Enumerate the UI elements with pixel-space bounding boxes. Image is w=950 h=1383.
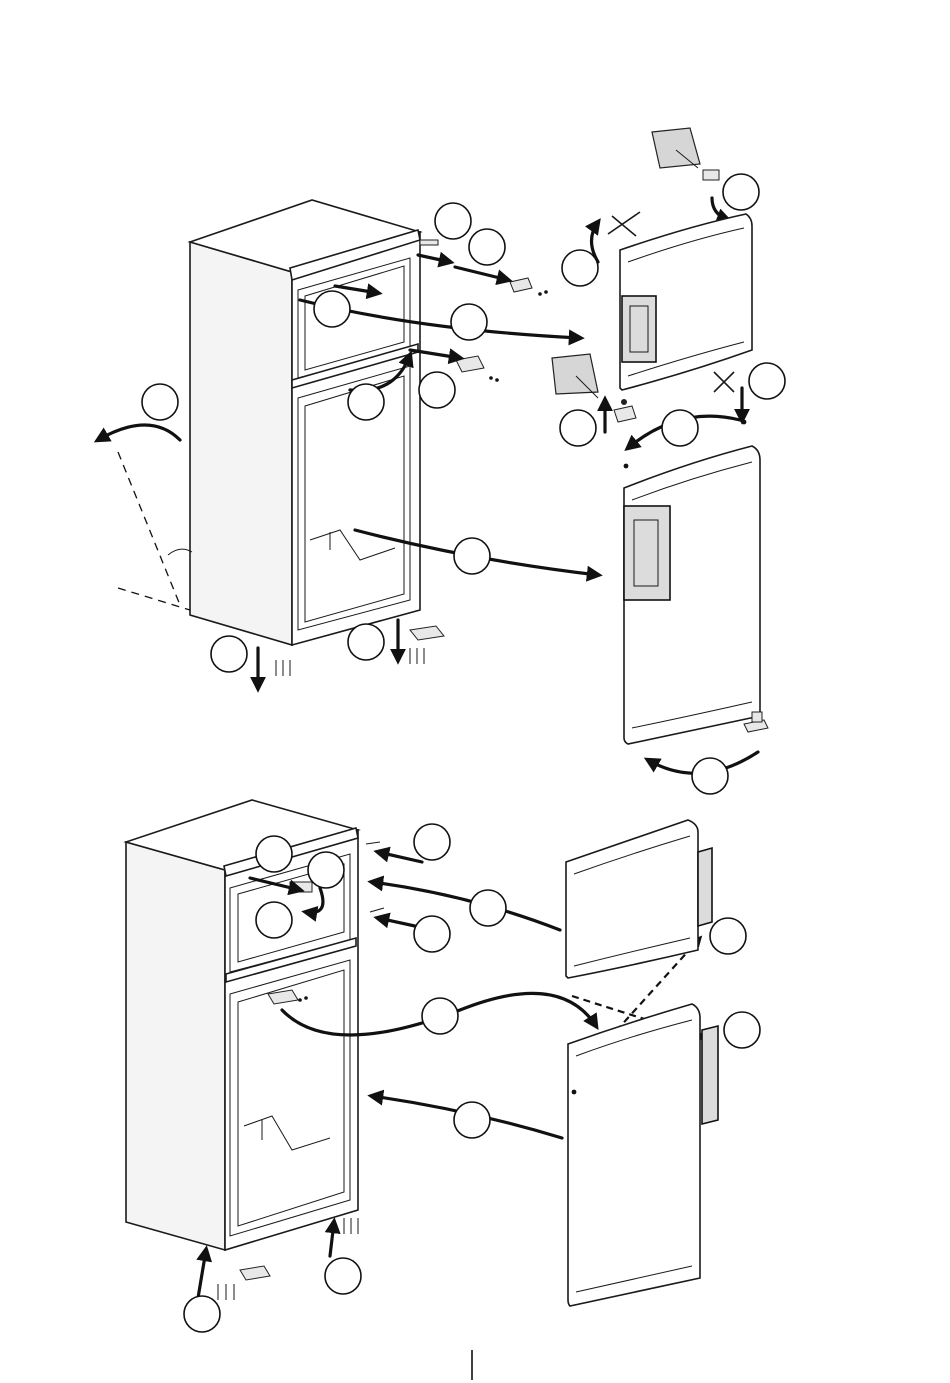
step-marker bbox=[749, 363, 785, 399]
step-marker bbox=[256, 836, 292, 872]
door-icon bbox=[620, 214, 752, 390]
step-marker bbox=[454, 538, 490, 574]
step-marker bbox=[414, 916, 450, 952]
step-marker bbox=[348, 384, 384, 420]
upper-panel bbox=[98, 128, 785, 794]
step-marker bbox=[454, 1102, 490, 1138]
step-marker bbox=[419, 372, 455, 408]
step-marker bbox=[469, 229, 505, 265]
step-marker bbox=[724, 1012, 760, 1048]
step-marker bbox=[308, 852, 344, 888]
door-icon bbox=[566, 820, 712, 978]
step-marker bbox=[348, 624, 384, 660]
tilt-outline bbox=[98, 425, 192, 610]
step-marker bbox=[562, 250, 598, 286]
step-marker bbox=[692, 758, 728, 794]
step-marker bbox=[211, 636, 247, 672]
hinge-icon bbox=[410, 240, 532, 640]
step-marker bbox=[662, 410, 698, 446]
step-marker bbox=[710, 918, 746, 954]
step-marker bbox=[560, 410, 596, 446]
step-marker bbox=[723, 174, 759, 210]
step-marker bbox=[314, 291, 350, 327]
step-marker bbox=[451, 304, 487, 340]
fridge-icon bbox=[190, 200, 420, 645]
step-marker bbox=[414, 824, 450, 860]
step-marker bbox=[470, 890, 506, 926]
step-marker bbox=[142, 384, 178, 420]
step-marker bbox=[422, 998, 458, 1034]
step-marker bbox=[256, 902, 292, 938]
door-icon bbox=[624, 446, 768, 744]
step-marker bbox=[325, 1258, 361, 1294]
lower-panel bbox=[126, 800, 760, 1332]
door-icon bbox=[568, 1004, 718, 1306]
step-marker bbox=[435, 203, 471, 239]
step-marker bbox=[184, 1296, 220, 1332]
